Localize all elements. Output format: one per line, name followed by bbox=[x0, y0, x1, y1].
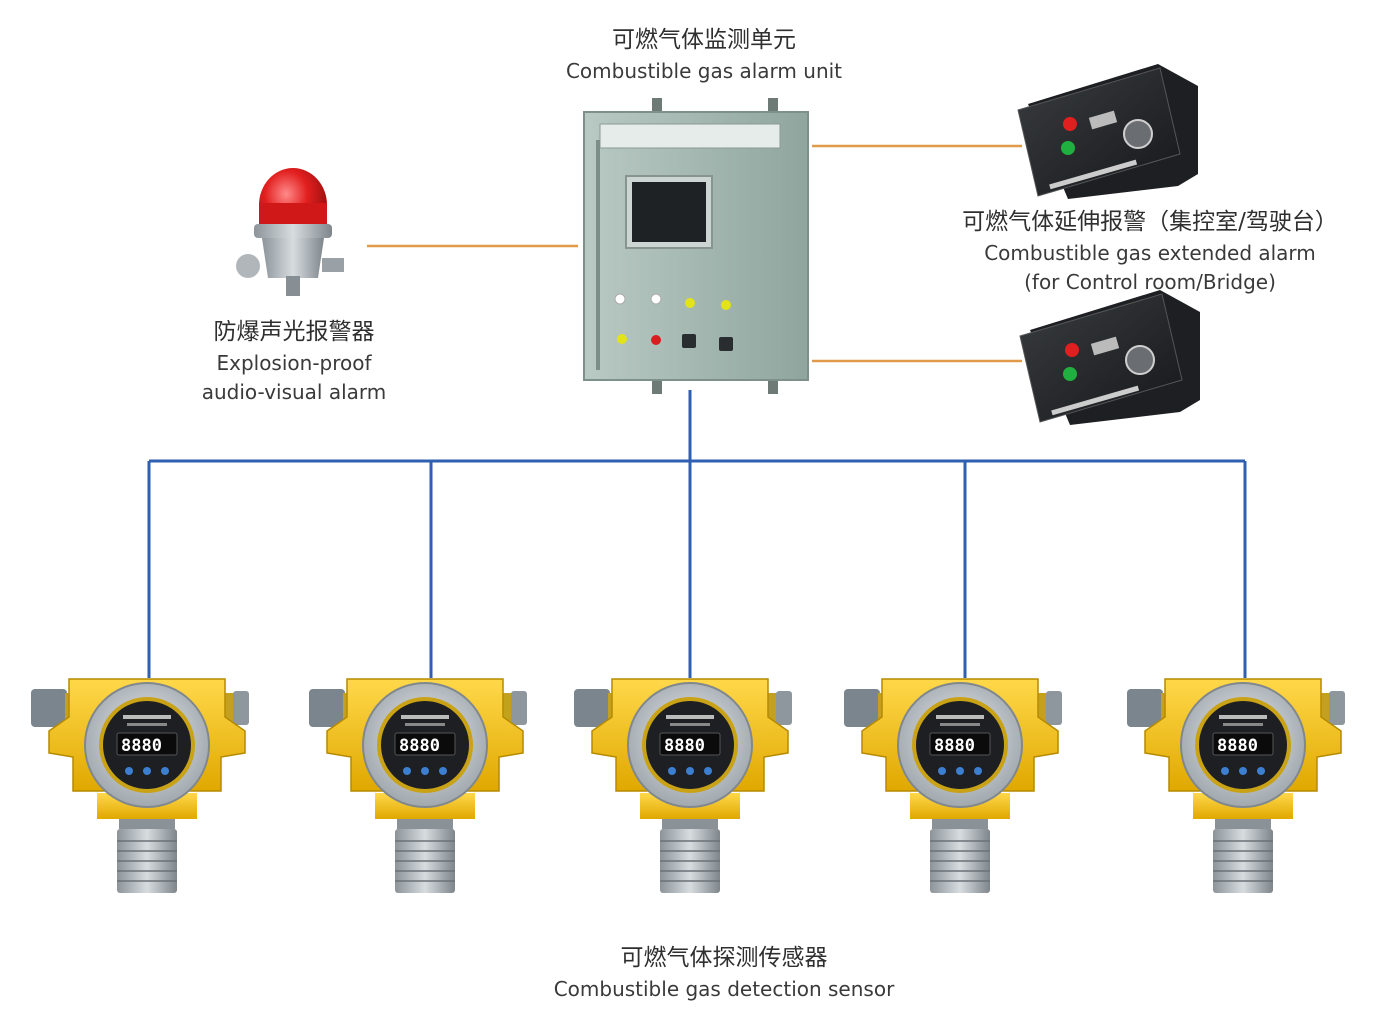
control-unit-label-en: Combustible gas alarm unit bbox=[565, 58, 843, 83]
control-unit-label: 可燃气体监测单元 Combustible gas alarm unit bbox=[504, 26, 904, 84]
extended-alarm-label-zh: 可燃气体延伸报警（集控室/驾驶台） bbox=[962, 209, 1338, 235]
sensors-label-en: Combustible gas detection sensor bbox=[553, 976, 895, 1001]
sensor-3 bbox=[572, 677, 794, 895]
sensor-4 bbox=[842, 677, 1064, 895]
sensors-label: 可燃气体探测传感器 Combustible gas detection sens… bbox=[474, 944, 974, 1002]
sensor-5 bbox=[1125, 677, 1347, 895]
extended-alarm-label-en2: (for Control room/Bridge) bbox=[1024, 269, 1276, 294]
control-unit-label-zh: 可燃气体监测单元 bbox=[612, 27, 796, 53]
sensor-2 bbox=[307, 677, 529, 895]
control-cabinet-image bbox=[583, 98, 809, 394]
beacon-label-en2: audio-visual alarm bbox=[201, 379, 387, 404]
sensor-bus bbox=[147, 390, 1247, 678]
beacon-label-zh: 防爆声光报警器 bbox=[213, 319, 375, 345]
link-lines bbox=[367, 144, 1022, 363]
extended-alarm-panel-upper bbox=[1017, 63, 1199, 200]
beacon-label-en: Explosion-proof bbox=[216, 350, 372, 375]
extended-alarm-label: 可燃气体延伸报警（集控室/驾驶台） Combustible gas extend… bbox=[930, 208, 1370, 295]
extended-alarm-label-en: Combustible gas extended alarm bbox=[984, 240, 1316, 265]
sensor-1 bbox=[29, 677, 251, 895]
beacon-label: 防爆声光报警器 Explosion-proof audio-visual ala… bbox=[164, 318, 424, 405]
audio-visual-alarm-image bbox=[236, 168, 344, 296]
extended-alarm-panel-lower bbox=[1019, 289, 1201, 426]
sensors-label-zh: 可燃气体探测传感器 bbox=[620, 945, 828, 971]
